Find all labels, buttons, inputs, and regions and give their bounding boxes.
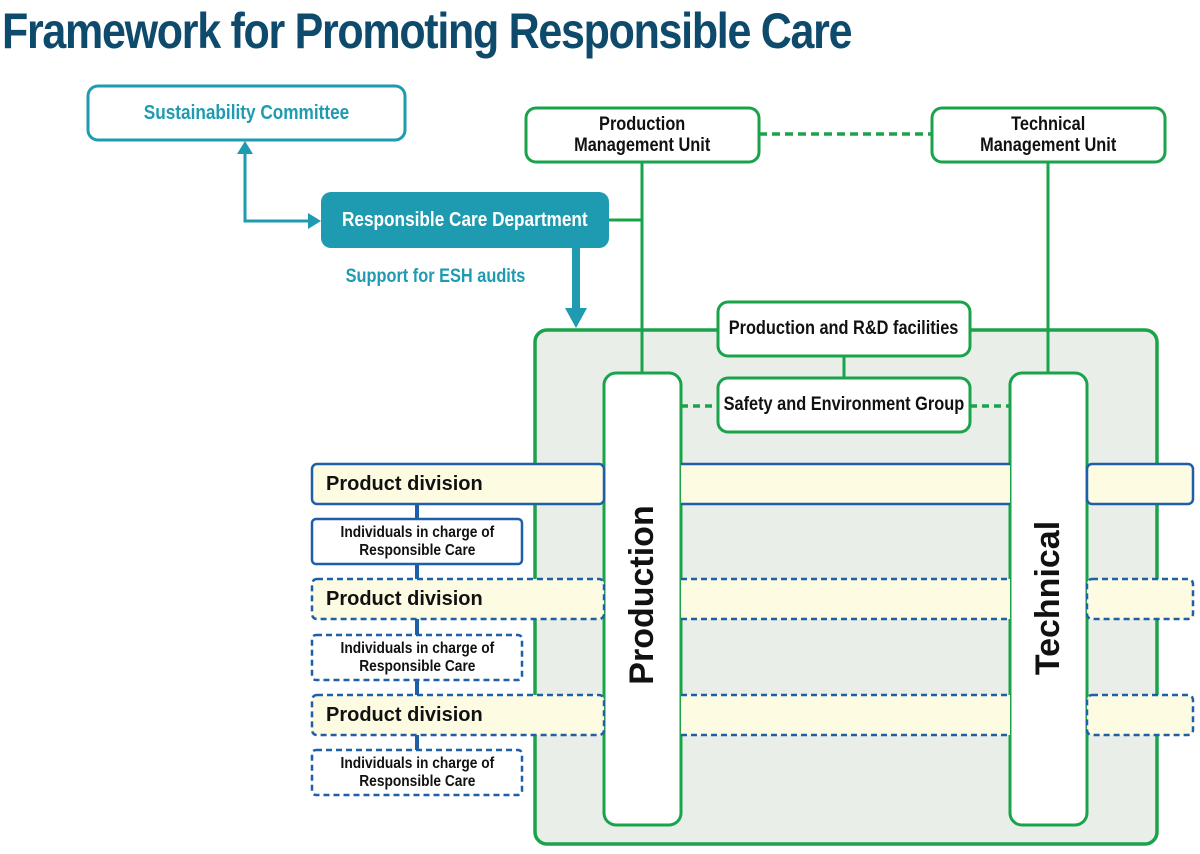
technical-management-unit-box [930,106,1167,164]
responsible-care-department-box [321,192,609,248]
sustainability-committee-box [86,84,407,142]
production-management-unit: Production Management Unit [574,113,711,156]
arrow-right-icon [308,213,321,229]
safety-environment-group: Safety and Environment Group [723,394,965,416]
arrow-up-icon [237,141,253,154]
support-esh-audits-label: Support for ESH audits [345,266,525,288]
product-division-band-2 [310,577,1195,621]
product-division-label-2: Product division [326,587,483,610]
product-division-label-3: Product division [326,703,483,726]
individuals-box-2 [310,633,524,682]
individuals-label-3: Individuals in charge of Responsible Car… [340,754,494,790]
sustainability-committee: Sustainability Committee [143,101,350,124]
product-division-band-3 [310,693,1195,737]
arrow-down-icon [565,308,587,328]
responsible-care-department: Responsible Care Department [342,208,588,231]
production-management-unit-box [524,106,761,164]
individuals-box-1 [310,517,524,566]
product-division-band-1 [310,462,1195,506]
technical-column-label: Technical [1029,520,1067,676]
individuals-label-2: Individuals in charge of Responsible Car… [340,639,494,675]
production-column-label: Production [623,505,661,685]
page-title: Framework for Promoting Responsible Care [2,3,852,59]
individuals-box-3 [310,748,524,797]
product-division-label-1: Product division [326,472,483,495]
technical-management-unit: Technical Management Unit [980,113,1117,156]
production-rd-facilities: Production and R&D facilities [729,318,959,340]
committee-rcd-connector [243,152,310,223]
individuals-label-1: Individuals in charge of Responsible Car… [340,523,494,559]
esh-audit-arrow-shaft [572,248,580,310]
